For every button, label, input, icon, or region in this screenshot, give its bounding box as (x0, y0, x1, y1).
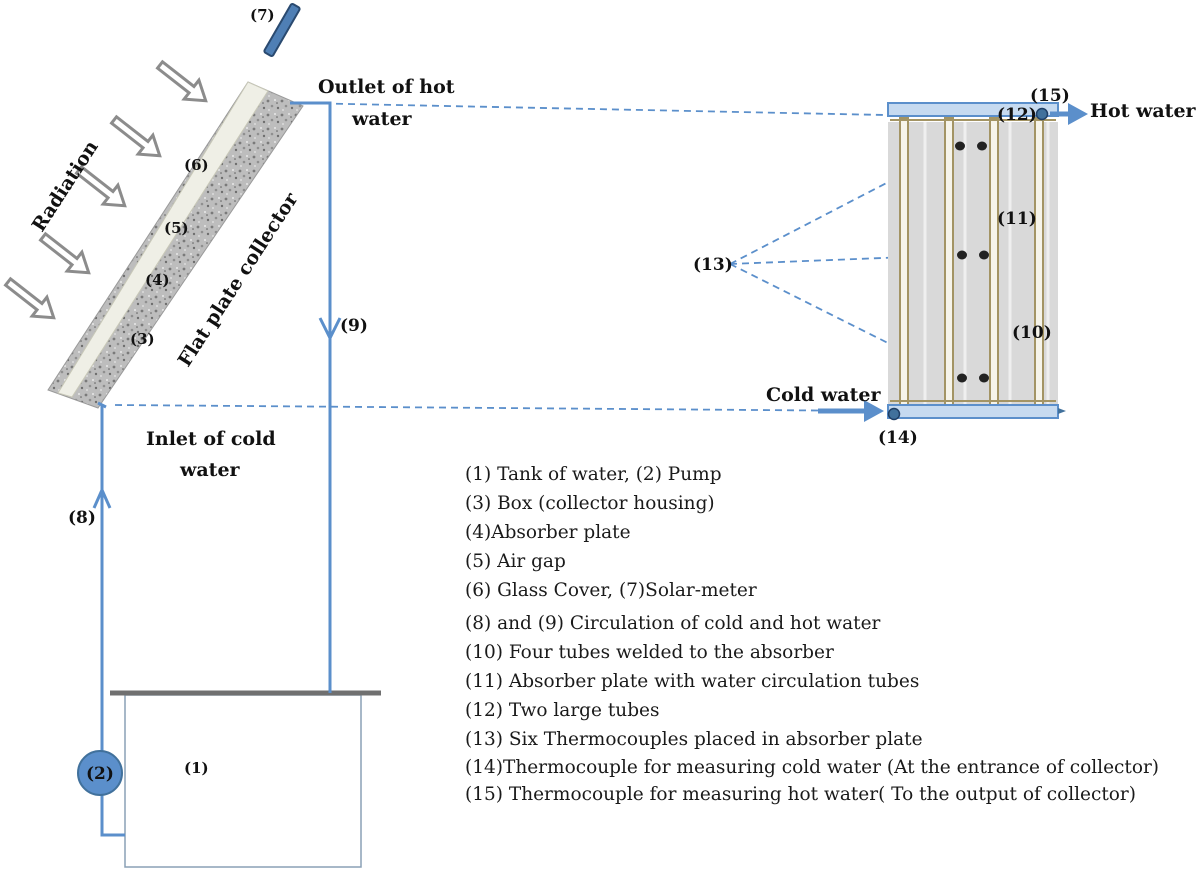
label-n12: (12) (997, 105, 1037, 125)
absorber-panel (888, 122, 1058, 405)
outlet-label-line-2: water (351, 108, 413, 130)
flow-arrow-up (92, 486, 112, 509)
legend: (1) Tank of water, (2) Pump (3) Box (col… (465, 460, 1165, 808)
thermocouple-dot (977, 141, 987, 151)
outlet-label-line-1: Outlet of hot (318, 76, 455, 98)
legend-item: (6) Glass Cover, (7)Solar-meter (465, 580, 757, 601)
guide-lines (114, 102, 959, 412)
water-tank (110, 690, 381, 868)
outlet-guide-line (299, 102, 886, 116)
hot-water-pipe (290, 101, 332, 693)
inlet-guide-line (114, 404, 884, 412)
radiation-arrows (3, 59, 208, 320)
legend-item: (5) Air gap (465, 551, 566, 572)
legend-item: (1) Tank of water, (2) Pump (465, 464, 722, 485)
legend-item: (3) Box (collector housing) (465, 493, 715, 514)
thermocouple-dot (955, 141, 965, 151)
radiation-arrow (155, 59, 208, 103)
cold-water-label: Cold water (766, 384, 881, 406)
thermocouples (955, 141, 989, 383)
outlet-cap (1058, 408, 1066, 414)
label-n1: (1) (184, 759, 209, 777)
legend-item: (15) Thermocouple for measuring hot wate… (465, 784, 1136, 805)
header-tube-bottom (887, 404, 1059, 419)
inlet-stub (97, 401, 107, 409)
thermocouple-dot (979, 373, 989, 383)
label-n5: (5) (164, 219, 189, 237)
legend-item: (10) Four tubes welded to the absorber (465, 642, 834, 663)
cold-water-arrow (818, 400, 884, 422)
riser-tube (899, 117, 909, 407)
legend-item: (13) Six Thermocouples placed in absorbe… (465, 729, 923, 750)
legend-item: (4)Absorber plate (465, 522, 631, 543)
pump-return-pipe (100, 690, 125, 837)
inlet-label-line-2: water (179, 459, 241, 481)
hot-water-label: Hot water (1090, 100, 1197, 122)
label-n4: (4) (145, 271, 170, 289)
radiation-arrow (74, 164, 127, 208)
thermocouple-guide-line (729, 254, 959, 265)
radiation-arrow (3, 276, 56, 320)
inlet-label-line-1: Inlet of cold (146, 428, 276, 450)
legend-item: (8) and (9) Circulation of cold and hot … (465, 613, 881, 634)
label-n15: (15) (1030, 86, 1070, 106)
pump (77, 750, 123, 796)
riser-tube (944, 117, 954, 407)
legend-item: (12) Two large tubes (465, 700, 660, 721)
hot-water-thermocouple (1035, 107, 1049, 121)
label-n3: (3) (130, 330, 155, 348)
header-tube-top (887, 102, 1059, 117)
label-n10: (10) (1012, 323, 1052, 343)
glass-cover (57, 81, 269, 398)
thermocouple-dot (979, 250, 989, 260)
radiation-arrow (38, 231, 91, 275)
label-n6: (6) (184, 156, 209, 174)
legend-item: (14)Thermocouple for measuring cold wate… (465, 757, 1160, 778)
label-n8: (8) (68, 508, 96, 528)
label-n13: (13) (693, 255, 733, 275)
thermocouple-dot (957, 250, 967, 260)
label-n7: (7) (250, 6, 275, 24)
absorber-detail (887, 102, 1066, 421)
thermocouple-dot (957, 373, 967, 383)
riser-tube (1034, 117, 1044, 407)
label-n9: (9) (340, 316, 368, 336)
label-n2: (2) (86, 764, 114, 784)
label-n11: (11) (997, 209, 1037, 229)
flat-plate-collector (47, 81, 304, 409)
legend-item: (11) Absorber plate with water circulati… (465, 671, 920, 692)
cold-water-thermocouple (887, 407, 901, 421)
thermocouple-guide-line (729, 263, 959, 379)
thermocouple-guide-line (729, 145, 959, 265)
hot-water-arrow (1050, 103, 1088, 125)
riser-tube (989, 117, 999, 407)
solar-meter (263, 2, 301, 58)
label-n14: (14) (878, 428, 918, 448)
flow-arrow-down (318, 317, 342, 342)
radiation-arrow (109, 114, 162, 158)
